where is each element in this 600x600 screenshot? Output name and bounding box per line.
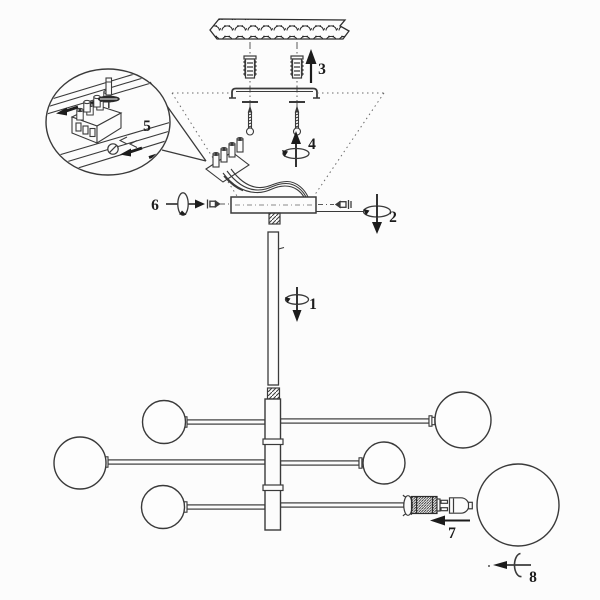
terminal-block-detail: [70, 104, 123, 144]
arm-top-left: [186, 419, 266, 425]
callout-label-2: 2: [389, 209, 397, 226]
callout-label-6: 6: [151, 197, 159, 214]
terminal-block: [205, 136, 250, 183]
mount-screw-left: [245, 105, 255, 136]
globe-top-left: [141, 399, 187, 445]
ground-screw-detail: [107, 143, 119, 155]
rod-connector-thread: [266, 387, 281, 400]
center-guide-lines: [249, 42, 298, 127]
arm-middle-right: [279, 460, 360, 466]
terminal-posts: [212, 136, 244, 168]
globe-loose: [476, 463, 560, 547]
threaded-nipple: [268, 212, 281, 225]
ceiling-hatch-band: [209, 18, 350, 40]
rotate-indicator-side-screw: [166, 192, 205, 216]
rotate-up-indicator-screws: [282, 131, 310, 167]
wiring-detail-balloon: 5: [45, 68, 207, 176]
bulb-pin-bottom: [440, 507, 449, 512]
projection-guides: [171, 92, 385, 197]
globe-middle-right: [362, 441, 406, 485]
callout-label-7: 7: [448, 525, 456, 542]
lamp-socket: [402, 494, 441, 517]
arrow-up-anchors: [305, 49, 317, 83]
rotate-down-indicator-rod: [284, 287, 310, 322]
bulb-pin-top: [440, 499, 449, 504]
screwdriver-detail: [97, 77, 120, 108]
glass-globes: [53, 391, 560, 547]
insert-bulb-arrow: [430, 515, 470, 526]
central-column: [262, 398, 284, 531]
arm-top-right: [279, 418, 430, 424]
ceiling-section: [209, 18, 350, 40]
rotate-down-indicator-canopy: [362, 194, 392, 234]
callout-label-1: 1: [309, 296, 317, 313]
supply-wires: [222, 168, 309, 198]
callout-label-3: 3: [318, 61, 326, 78]
globe-rotate-indicator: [488, 552, 531, 578]
halogen-bulb: [440, 497, 473, 514]
globe-bottom-left: [140, 484, 186, 530]
wall-anchor-left: [243, 55, 257, 79]
side-screw-left: [206, 199, 221, 209]
hanging-rod: [267, 231, 285, 386]
callout-label-5: 5: [143, 118, 151, 135]
arm-bottom-left: [186, 504, 266, 510]
arm-middle-left: [107, 459, 266, 465]
callout-label-8: 8: [529, 569, 537, 586]
side-screw-right: [334, 200, 352, 209]
ceiling-canopy: [230, 196, 317, 225]
globe-middle-left: [53, 436, 107, 490]
wall-anchor-right: [290, 55, 304, 79]
globe-top-right: [434, 391, 492, 449]
bulb-tip: [467, 501, 473, 510]
arm-bottom-right: [279, 502, 405, 508]
mount-screw-right: [292, 105, 302, 136]
callout-label-4: 4: [308, 136, 316, 153]
mounting-bracket: [229, 87, 320, 103]
column-joint-upper: [262, 438, 284, 446]
column-joint-lower: [262, 484, 284, 492]
rod-set-screw: [278, 246, 285, 250]
